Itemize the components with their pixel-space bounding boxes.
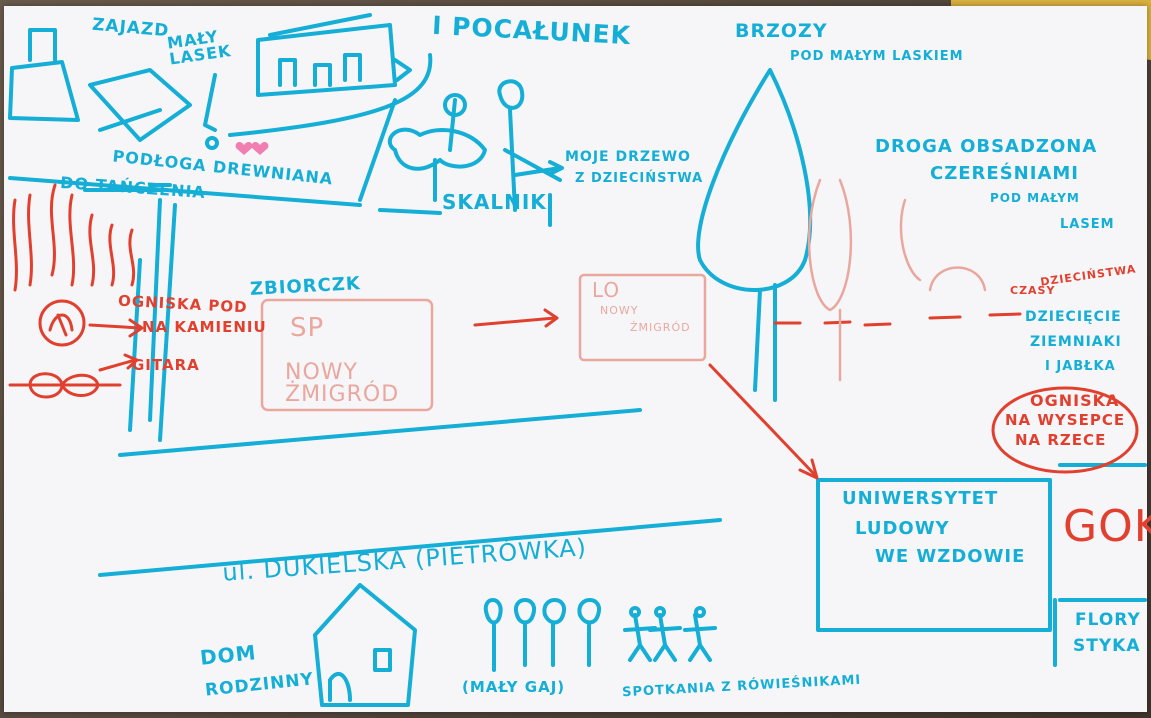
gok-divider — [1053, 463, 1147, 667]
hearts-icon — [235, 141, 269, 155]
label-uniwersytet-2: LUDOWY — [855, 518, 950, 539]
label-lo: LO — [592, 278, 621, 302]
label-pod-malym: POD MAŁYM — [990, 191, 1080, 205]
label-uniwersytet-1: UNIWERSYTET — [842, 488, 999, 509]
small-forest-arrow — [203, 73, 217, 132]
birch-tree — [696, 68, 813, 402]
campfire-icon — [38, 299, 86, 347]
label-droga-1: DROGA OBSADZONA — [875, 136, 1098, 157]
kiss-arrow-curve — [228, 53, 433, 137]
inn-sketch — [8, 28, 80, 122]
label-ogniska-wysepce-1: OGNISKA — [1030, 391, 1120, 410]
childhood-tree-arrow — [513, 160, 564, 177]
cherry-dashes — [773, 312, 1022, 327]
grove-trees — [483, 598, 602, 672]
kiss-house — [256, 13, 412, 97]
road-line-upper — [118, 408, 642, 457]
label-ogniska-wysepce-3: NA RZECE — [1015, 431, 1107, 449]
label-brzozy: BRZOZY — [735, 20, 828, 42]
tree-trunk-1 — [433, 98, 457, 202]
label-gitara: GITARA — [132, 356, 200, 374]
label-lo-nowy: NOWY — [600, 304, 639, 317]
label-nowy-zmigrod: NOWY ŻMIGRÓD — [285, 360, 400, 407]
stick-figures — [623, 613, 717, 662]
label-maly-gaj: (MAŁY GAJ) — [462, 678, 566, 696]
guitar-arrow — [98, 353, 139, 372]
label-lasem: LASEM — [1060, 217, 1115, 232]
stone-circle — [205, 136, 219, 150]
label-lo-zmigrod: ŻMIGRÓD — [630, 321, 691, 334]
label-droga-2: CZEREŚNIAMI — [930, 163, 1079, 184]
tree-crown-small — [443, 93, 467, 117]
label-dom-1: DOM — [198, 640, 258, 670]
family-house — [313, 583, 417, 707]
label-dziecinne: DZIECIĘCIE — [1025, 309, 1122, 325]
school-arrow-1 — [473, 308, 559, 328]
label-czasy: CZASY — [1010, 284, 1056, 297]
rockery-slope — [358, 98, 552, 227]
label-uniwersytet-3: WE WZDOWIE — [875, 546, 1026, 567]
primary-school-box — [260, 298, 434, 412]
university-box — [816, 478, 1052, 632]
road-line-lower — [98, 518, 722, 577]
label-gok: GOK — [1063, 501, 1151, 552]
label-flory-1: FLORY — [1075, 610, 1141, 630]
island-fire-circle — [991, 386, 1139, 474]
label-sp: SP — [290, 313, 325, 343]
label-i-jabluszka: I JABŁKA — [1045, 359, 1116, 374]
high-school-box — [578, 273, 707, 362]
cherry-trees — [807, 178, 987, 382]
dance-floor-lines — [8, 176, 362, 442]
label-moje-drzewo-1: MOJE DRZEWO — [565, 149, 691, 165]
label-ogniska-wysepce-2: NA WYSEPCE — [1005, 411, 1126, 429]
campfire-arrow — [88, 318, 144, 338]
paper-sheet — [4, 6, 1147, 712]
school-arrow-2 — [708, 363, 819, 480]
dance-floor-sketch — [88, 68, 192, 142]
rockery-shrubs — [387, 127, 487, 171]
label-moje-drzewo-2: Z DZIECIŃSTWA — [575, 171, 704, 186]
label-na-kamieniu: NA KAMIENIU — [142, 318, 267, 336]
label-pod-malym-laskiem: POD MAŁYM LASKIEM — [790, 49, 964, 64]
red-forest — [12, 183, 136, 292]
guitar-icon — [8, 372, 122, 399]
label-flory-2: STYKA — [1073, 636, 1141, 656]
label-skalnik: SKALNIK — [442, 190, 547, 214]
label-ziemniaki: ZIEMNIAKI — [1030, 334, 1122, 350]
